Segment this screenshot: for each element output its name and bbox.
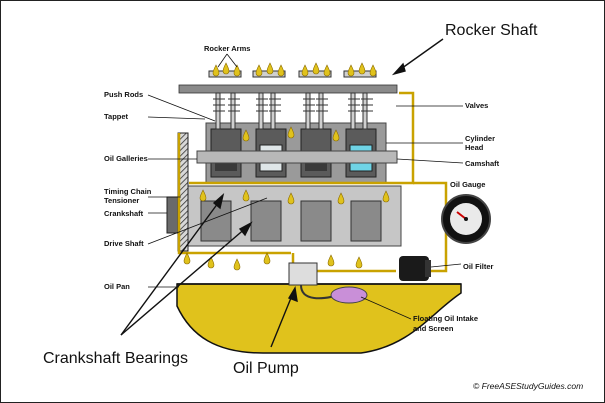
callout-rocker-shaft: Rocker Shaft	[445, 22, 538, 39]
label-crankshaft: Crankshaft	[104, 209, 144, 218]
callout-arrows	[120, 38, 444, 348]
floating-oil-intake	[330, 286, 368, 304]
oil-pan	[176, 283, 462, 354]
label-oil-galleries: Oil Galleries	[104, 154, 148, 163]
label-drive-shaft: Drive Shaft	[104, 239, 144, 248]
label-head: Head	[465, 143, 484, 152]
valve-train	[208, 70, 377, 130]
label-oil-filter: Oil Filter	[463, 262, 494, 271]
label-push-rods: Push Rods	[104, 90, 143, 99]
label-floating-intake: Floating Oil Intake	[413, 314, 478, 323]
label-camshaft: Camshaft	[465, 159, 500, 168]
oil-gauge	[441, 194, 491, 244]
rocker-shaft	[178, 84, 398, 94]
credit-text: © FreeASEStudyGuides.com	[473, 381, 583, 391]
label-valves: Valves	[465, 101, 488, 110]
oil-filter	[399, 256, 431, 281]
label-timing-chain: Timing Chain	[104, 187, 152, 196]
label-rocker-arms: Rocker Arms	[204, 44, 250, 53]
label-tensioner: Tensioner	[104, 196, 139, 205]
callout-crankshaft-bearings: Crankshaft Bearings	[43, 350, 188, 367]
leader-lines	[147, 53, 464, 320]
label-oil-pan: Oil Pan	[104, 282, 130, 291]
label-tappet: Tappet	[104, 112, 129, 121]
label-and-screen: and Screen	[413, 324, 454, 333]
callout-oil-pump: Oil Pump	[233, 360, 299, 377]
label-cylinder: Cylinder	[465, 134, 495, 143]
camshaft	[196, 150, 398, 164]
label-oil-gauge: Oil Gauge	[450, 180, 485, 189]
